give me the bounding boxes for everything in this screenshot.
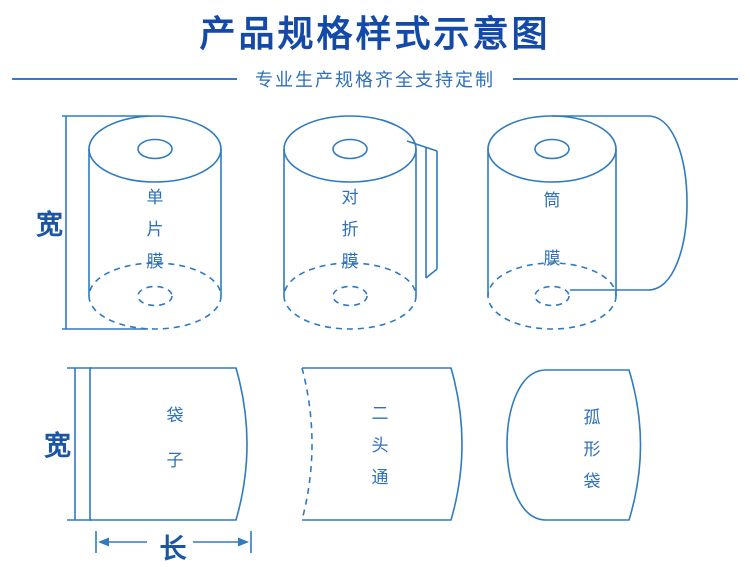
label-char: 袋 bbox=[583, 472, 601, 491]
dim-label-width-bottom: 宽 bbox=[44, 431, 71, 461]
roll-top-hole bbox=[137, 138, 173, 160]
label-char: 孤 bbox=[583, 408, 601, 427]
page-subtitle: 专业生产规格齐全支持定制 bbox=[255, 70, 495, 90]
figure-folded-film bbox=[283, 115, 438, 330]
subtitle-row: 专业生产规格齐全支持定制 bbox=[0, 66, 750, 92]
roll-bottom-hole bbox=[137, 285, 173, 307]
roll-top-ellipse bbox=[88, 115, 222, 183]
dimension-bottom-width bbox=[67, 367, 92, 521]
tube-bag-outline bbox=[302, 367, 463, 521]
label-char: 头 bbox=[371, 436, 389, 455]
roll-top-hole bbox=[332, 138, 368, 160]
figure-arc-bag bbox=[506, 369, 642, 521]
label-tube-film: 筒 膜 bbox=[534, 186, 570, 269]
subtitle-rule-right bbox=[513, 78, 738, 80]
roll-top-hole bbox=[534, 138, 570, 160]
subtitle-rule-left bbox=[12, 78, 237, 80]
figure-two-end-open bbox=[301, 367, 463, 521]
header: 产品规格样式示意图 专业生产规格齐全支持定制 bbox=[0, 0, 750, 92]
dimension-top-width bbox=[62, 115, 148, 330]
arrow-left-icon bbox=[98, 537, 109, 547]
roll-bottom-ellipse bbox=[487, 262, 617, 330]
label-char: 二 bbox=[371, 404, 389, 423]
dim-label-length: 长 bbox=[159, 534, 187, 564]
roll-top-ellipse bbox=[487, 115, 617, 183]
label-bag: 袋 子 bbox=[157, 401, 193, 471]
fold-flap bbox=[406, 140, 438, 279]
label-char: 筒 bbox=[543, 191, 561, 210]
label-arc-bag: 孤 形 袋 bbox=[574, 403, 610, 492]
label-single-sheet-film: 单 片 膜 bbox=[137, 183, 173, 272]
tube-bag-open-end bbox=[301, 367, 313, 521]
figure-tube-film bbox=[487, 115, 688, 330]
dim-label-width-top: 宽 bbox=[36, 210, 63, 240]
label-char: 子 bbox=[166, 451, 184, 470]
page-title: 产品规格样式示意图 bbox=[199, 13, 551, 54]
label-two-end-open: 二 头 通 bbox=[362, 399, 398, 488]
roll-bottom-ellipse bbox=[88, 262, 222, 330]
arrow-right-icon bbox=[238, 537, 249, 547]
figure-single-sheet-film bbox=[88, 115, 222, 330]
label-char: 折 bbox=[341, 220, 359, 239]
roll-bottom-hole bbox=[534, 285, 570, 307]
arc-bag-outline bbox=[506, 369, 642, 521]
label-char: 膜 bbox=[146, 252, 164, 271]
label-char: 通 bbox=[371, 468, 389, 487]
roll-bottom-hole bbox=[332, 285, 368, 307]
label-char: 片 bbox=[146, 220, 164, 239]
label-char: 形 bbox=[583, 440, 601, 459]
dimension-length bbox=[95, 531, 252, 553]
label-char: 对 bbox=[341, 188, 359, 207]
tube-sheet bbox=[552, 115, 688, 291]
bag-outline bbox=[89, 367, 248, 521]
label-char: 袋 bbox=[166, 406, 184, 425]
label-folded-film: 对 折 膜 bbox=[332, 183, 368, 272]
roll-top-ellipse bbox=[283, 115, 417, 183]
roll-bottom-ellipse bbox=[283, 262, 417, 330]
label-char: 膜 bbox=[341, 252, 359, 271]
label-char: 膜 bbox=[543, 249, 561, 268]
figure-bag bbox=[89, 367, 248, 521]
label-char: 单 bbox=[146, 188, 164, 207]
